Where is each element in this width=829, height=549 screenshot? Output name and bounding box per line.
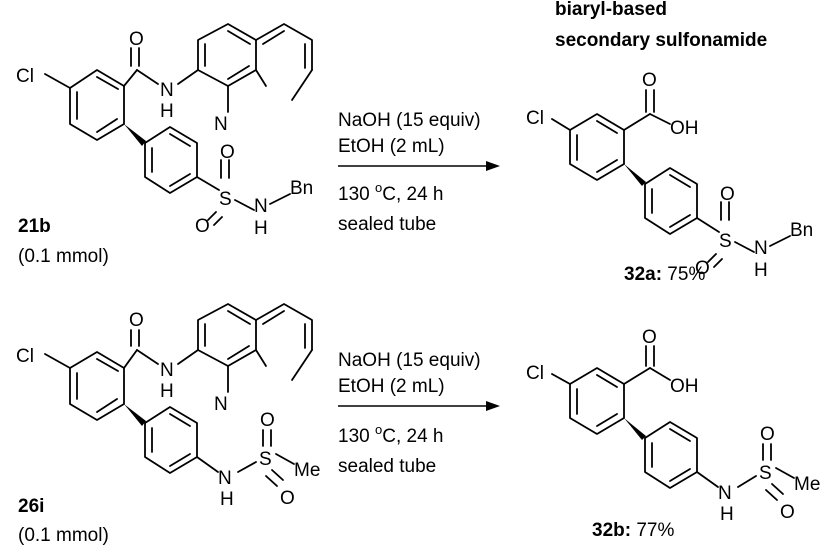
product-class-heading-line2: secondary sulfonamide [555, 30, 767, 51]
condition-solvent-1: EtOH (2 mL) [338, 136, 445, 157]
atom-bn: Bn [290, 178, 313, 199]
atom-h: H [720, 504, 734, 525]
atom-o: O [129, 29, 144, 50]
condition-solvent-2: EtOH (2 mL) [338, 376, 445, 397]
atom-s: S [719, 231, 732, 252]
product-label-32b: 32b: 77% [592, 520, 674, 541]
reaction-arrowhead-2 [486, 401, 500, 411]
atom-n: N [160, 360, 174, 381]
product-32b-structure [551, 345, 795, 501]
atom-n: N [754, 238, 768, 259]
substrate-21b-structure [44, 23, 313, 226]
condition-vessel-1: sealed tube [338, 214, 436, 235]
atom-n: N [718, 483, 732, 504]
product-label-32a: 32a: 75% [624, 264, 705, 285]
substrate-amount-26i: (0.1 mmol) [18, 525, 109, 546]
substrate-amount-21b: (0.1 mmol) [18, 246, 109, 267]
condition-reagent-1: NaOH (15 equiv) [338, 110, 481, 131]
atom-o: O [260, 410, 275, 431]
atom-h: H [220, 489, 234, 510]
atom-o: O [642, 327, 657, 348]
atom-me: Me [794, 474, 820, 495]
atom-o: O [695, 258, 710, 279]
condition-temperature-2: 130 oC, 24 h [338, 422, 443, 447]
product-32a-structure [551, 89, 791, 268]
atom-o: O [129, 310, 144, 331]
atom-oh: OH [670, 118, 699, 139]
substrate-id-26i: 26i [18, 496, 44, 517]
atom-s: S [259, 449, 272, 470]
atom-o: O [720, 184, 735, 205]
product-class-heading-line1: biaryl-based [555, 0, 667, 20]
atom-n: N [214, 394, 228, 415]
atom-s: S [759, 463, 772, 484]
condition-vessel-2: sealed tube [338, 456, 436, 477]
condition-temperature-1: 130 oC, 24 h [338, 180, 443, 205]
substrate-id-21b: 21b [18, 216, 51, 237]
condition-reagent-2: NaOH (15 equiv) [338, 350, 481, 371]
atom-bn: Bn [790, 220, 813, 241]
atom-cl: Cl [526, 363, 544, 384]
atom-o: O [220, 142, 235, 163]
atom-h: H [160, 101, 174, 122]
atom-cl: Cl [16, 346, 34, 367]
atom-h: H [254, 218, 268, 239]
atom-h: H [754, 260, 768, 281]
substrate-26i-structure [44, 303, 313, 487]
atom-n: N [214, 114, 228, 135]
atom-me: Me [294, 460, 320, 481]
atom-o: O [195, 216, 210, 237]
atom-cl: Cl [526, 108, 544, 129]
atom-o: O [780, 502, 795, 523]
atom-n: N [254, 196, 268, 217]
atom-s: S [219, 189, 232, 210]
atom-n: N [160, 80, 174, 101]
reaction-arrowhead-1 [486, 161, 500, 171]
atom-o: O [280, 488, 295, 509]
atom-oh: OH [670, 376, 699, 397]
atom-o: O [642, 70, 657, 91]
atom-h: H [160, 381, 174, 402]
atom-cl: Cl [16, 66, 34, 87]
atom-o: O [760, 424, 775, 445]
atom-n: N [218, 468, 232, 489]
